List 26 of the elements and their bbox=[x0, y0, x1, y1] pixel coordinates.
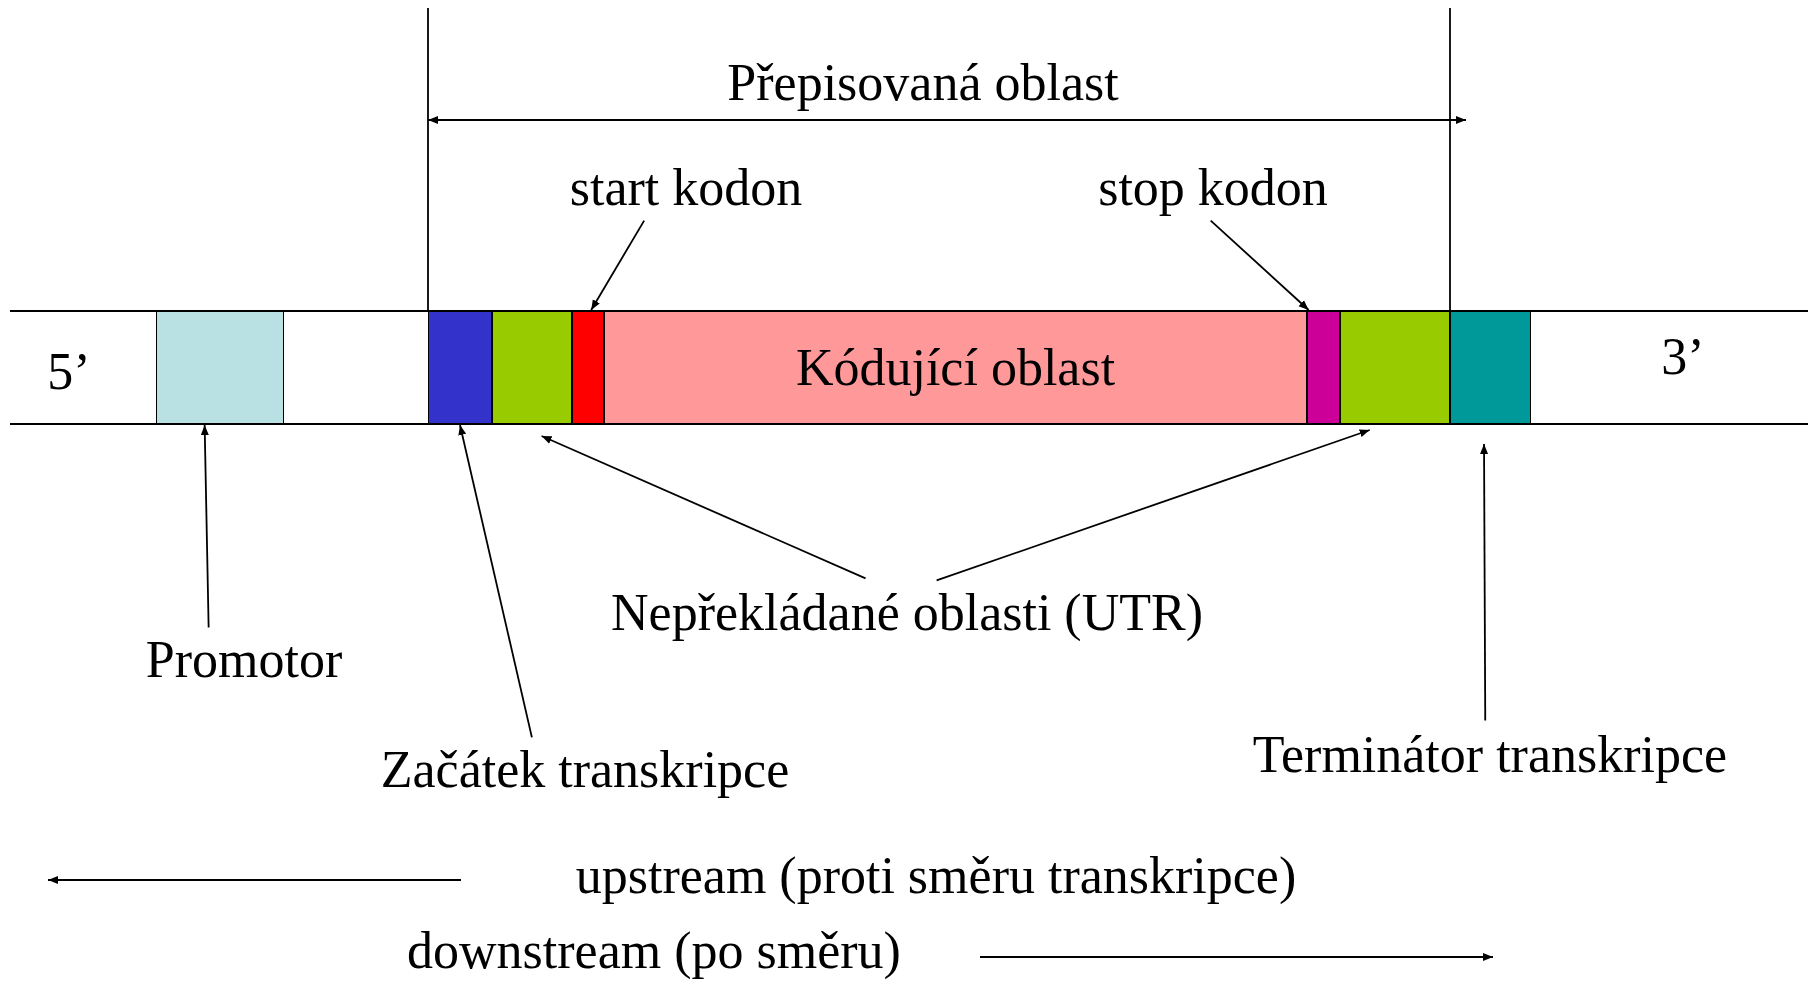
leader-line bbox=[458, 424, 533, 739]
callout-label: Promotor bbox=[145, 631, 343, 689]
region-box bbox=[492, 311, 572, 424]
leader-line bbox=[1209, 219, 1310, 311]
direction-label: downstream (po směru) bbox=[407, 922, 901, 980]
callout-label: stop kodon bbox=[1098, 159, 1328, 217]
coding-region-box: Kódující oblast bbox=[604, 311, 1307, 424]
leader-line bbox=[1480, 443, 1489, 722]
leader-line bbox=[935, 429, 1371, 582]
strand-end-label: 5’ bbox=[47, 343, 91, 401]
region-box bbox=[428, 311, 492, 424]
callout-label: Nepřekládané oblasti (UTR) bbox=[611, 584, 1203, 642]
callout-label: Terminátor transkripce bbox=[1252, 726, 1728, 784]
region-box bbox=[572, 311, 604, 424]
region-box bbox=[1450, 311, 1531, 424]
region-box bbox=[1307, 311, 1340, 424]
leader-line bbox=[200, 424, 210, 629]
dimension-label: Přepisovaná oblast bbox=[727, 54, 1119, 112]
leader-line bbox=[590, 219, 646, 311]
direction-label: upstream (proti směru transkripce) bbox=[575, 847, 1297, 905]
leader-line bbox=[540, 435, 867, 580]
region-box bbox=[1340, 311, 1450, 424]
callout-label: Začátek transkripce bbox=[380, 741, 790, 799]
promoter-box bbox=[156, 311, 284, 424]
callout-label: start kodon bbox=[569, 159, 803, 217]
strand-end-label: 3’ bbox=[1661, 328, 1705, 386]
